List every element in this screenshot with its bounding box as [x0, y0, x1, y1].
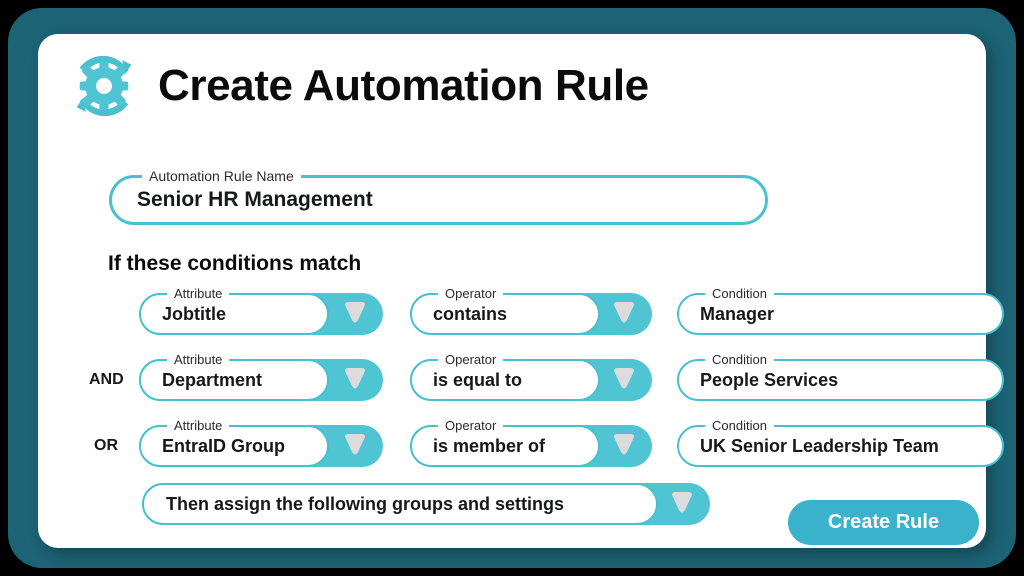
logic-operator-or: OR	[94, 437, 118, 454]
attribute-value-row-3: EntraID Group	[162, 435, 286, 456]
gear-refresh-icon	[76, 55, 132, 117]
attribute-label-row-3: Attribute	[167, 418, 230, 434]
operator-label-row-3: Operator	[438, 418, 504, 434]
attribute-value-row-1: Jobtitle	[162, 303, 227, 324]
operator-value-row-3: is member of	[433, 435, 546, 456]
operator-dropdown-row-1[interactable]: Operator contains	[410, 286, 652, 335]
operator-dropdown-row-2[interactable]: Operator is equal to	[410, 352, 652, 401]
condition-field-row-2[interactable]: Condition People Services	[677, 352, 1004, 401]
operator-dropdown-row-3[interactable]: Operator is member of	[410, 418, 652, 467]
then-assign-pill: Then assign the following groups and set…	[142, 483, 658, 525]
operator-value-row-2: is equal to	[433, 369, 523, 390]
automation-rule-name-field[interactable]: Automation Rule Name Senior HR Managemen…	[109, 168, 768, 225]
attribute-pill-row-3: Attribute EntraID Group	[139, 418, 329, 467]
attribute-value-row-2: Department	[162, 369, 263, 390]
chevron-down-icon[interactable]	[340, 433, 370, 459]
card-header: Create Automation Rule	[66, 48, 649, 124]
operator-label-row-1: Operator	[438, 286, 504, 302]
chevron-down-icon[interactable]	[609, 367, 639, 393]
then-assign-dropdown[interactable]: Then assign the following groups and set…	[142, 483, 710, 525]
page-title: Create Automation Rule	[158, 61, 649, 110]
attribute-pill-row-1: Attribute Jobtitle	[139, 286, 329, 335]
attribute-label-row-1: Attribute	[167, 286, 230, 302]
attribute-dropdown-row-1[interactable]: Attribute Jobtitle	[139, 286, 383, 335]
chevron-down-icon[interactable]	[609, 433, 639, 459]
condition-field-row-1[interactable]: Condition Manager	[677, 286, 1004, 335]
condition-label-row-3: Condition	[705, 418, 774, 434]
operator-pill-row-1: Operator contains	[410, 286, 600, 335]
condition-field-row-3[interactable]: Condition UK Senior Leadership Team	[677, 418, 1004, 467]
chevron-down-icon[interactable]	[340, 301, 370, 327]
operator-label-row-2: Operator	[438, 352, 504, 368]
condition-value-row-3: UK Senior Leadership Team	[700, 435, 939, 456]
condition-value-row-1: Manager	[700, 303, 775, 324]
create-rule-button[interactable]: Create Rule	[788, 500, 979, 545]
outer-frame: Create Automation Rule Automation Rule N…	[8, 8, 1016, 568]
attribute-dropdown-row-3[interactable]: Attribute EntraID Group	[139, 418, 383, 467]
attribute-pill-row-2: Attribute Department	[139, 352, 329, 401]
chevron-down-icon[interactable]	[609, 301, 639, 327]
logic-operator-and: AND	[89, 371, 124, 388]
chevron-down-icon[interactable]	[667, 491, 697, 517]
then-assign-value: Then assign the following groups and set…	[166, 493, 565, 514]
condition-label-row-2: Condition	[705, 352, 774, 368]
operator-pill-row-3: Operator is member of	[410, 418, 600, 467]
automation-rule-name-value: Senior HR Management	[137, 188, 373, 211]
automation-rule-name-label: Automation Rule Name	[142, 168, 301, 184]
operator-pill-row-2: Operator is equal to	[410, 352, 600, 401]
condition-value-row-2: People Services	[700, 369, 839, 390]
attribute-label-row-2: Attribute	[167, 352, 230, 368]
operator-value-row-1: contains	[433, 303, 508, 324]
chevron-down-icon[interactable]	[340, 367, 370, 393]
conditions-heading: If these conditions match	[108, 252, 362, 275]
condition-label-row-1: Condition	[705, 286, 774, 302]
attribute-dropdown-row-2[interactable]: Attribute Department	[139, 352, 383, 401]
rule-card: Create Automation Rule Automation Rule N…	[38, 34, 1004, 548]
